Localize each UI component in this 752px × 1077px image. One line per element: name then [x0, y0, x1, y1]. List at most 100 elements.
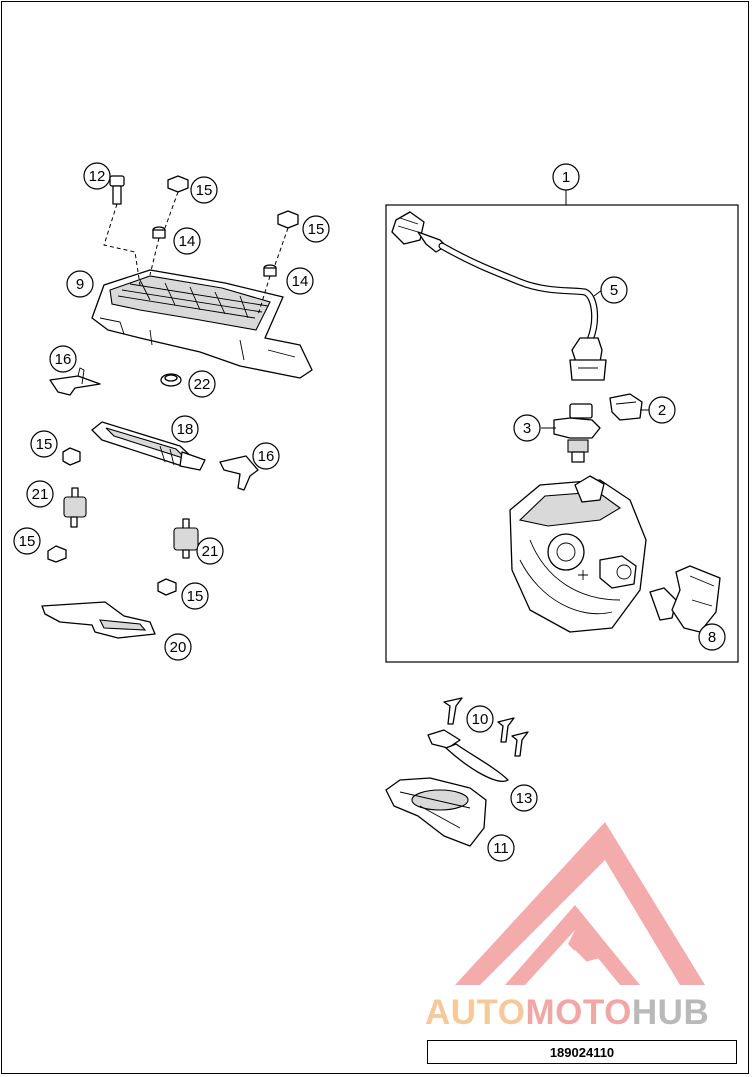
callout-21: 21 [196, 537, 224, 565]
callout-circle [181, 582, 209, 610]
callout-16: 16 [252, 442, 280, 470]
callout-circle [196, 537, 224, 565]
callout-circle [286, 267, 314, 295]
callout-label: 18 [177, 421, 194, 438]
callout-14: 14 [286, 267, 314, 295]
callout-15: 15 [181, 582, 209, 610]
callout-10: 10 [466, 705, 494, 733]
callout-circle [26, 480, 54, 508]
part-gasket-13 [427, 729, 509, 782]
callout-circle [600, 276, 628, 304]
part-flange-11 [385, 777, 487, 847]
callout-16: 16 [49, 345, 77, 373]
callout-5: 5 [600, 276, 628, 304]
callout-label: 14 [292, 273, 309, 290]
callout-14: 14 [173, 227, 201, 255]
callout-11: 11 [487, 834, 515, 862]
callout-label: 21 [32, 486, 49, 503]
part-ecu-18 [91, 421, 206, 471]
callout-label: 1 [562, 169, 570, 186]
callout-21: 21 [26, 480, 54, 508]
callout-circle [49, 345, 77, 373]
callout-label: 22 [194, 376, 211, 393]
part-sensor-8 [649, 565, 721, 633]
callout-label: 16 [55, 351, 72, 368]
callout-label: 5 [610, 282, 618, 299]
part-nut-15-c [62, 447, 81, 466]
part-hose-5 [391, 211, 607, 381]
callout-circle [83, 162, 111, 190]
watermark-wordmark: AUTOMOTOHUB [425, 995, 709, 1030]
part-nut-15-e [157, 578, 177, 596]
part-clip-2 [609, 393, 643, 421]
callout-label: 20 [170, 639, 187, 656]
callout-label: 3 [523, 420, 531, 437]
callout-18: 18 [171, 415, 199, 443]
callout-label: 14 [179, 233, 196, 250]
callout-label: 15 [187, 588, 204, 605]
callout-15: 15 [13, 527, 41, 555]
callout-circle [252, 442, 280, 470]
callout-circle [173, 227, 201, 255]
part-damper-21-a [63, 487, 87, 528]
part-screws-10 [443, 697, 529, 757]
callout-15: 15 [302, 215, 330, 243]
callout-label: 11 [493, 840, 509, 857]
part-injector-3 [553, 403, 601, 463]
callout-circle [13, 527, 41, 555]
callout-label: 13 [516, 790, 533, 807]
callout-22: 22 [188, 370, 216, 398]
callout-circle [302, 215, 330, 243]
callout-label: 10 [472, 711, 489, 728]
callout-circle [513, 414, 541, 442]
callout-label: 15 [308, 221, 325, 238]
part-bolt-12 [103, 175, 141, 286]
watermark-auto: AUTO [425, 993, 526, 1032]
callout-20: 20 [164, 633, 192, 661]
callout-12: 12 [83, 162, 111, 190]
callout-2: 2 [648, 396, 676, 424]
callout-circle [164, 633, 192, 661]
callout-circle [171, 415, 199, 443]
watermark-hub: HUB [631, 993, 710, 1032]
part-throttle-body [509, 475, 647, 633]
assembly-box [385, 204, 739, 663]
drawing-number-box: 189024110 [427, 1040, 737, 1064]
callout-9: 9 [66, 270, 94, 298]
callout-circle [698, 623, 726, 651]
callout-circle [30, 430, 58, 458]
callout-15: 15 [190, 176, 218, 204]
callout-label: 21 [202, 543, 219, 560]
callout-circle [190, 176, 218, 204]
callout-label: 12 [89, 168, 106, 185]
callout-circle [188, 370, 216, 398]
callout-group: 1235891011121314141515151515161618202121… [13, 162, 726, 862]
callout-circle [466, 705, 494, 733]
watermark-logo [455, 822, 705, 985]
part-holder-9 [91, 269, 313, 379]
callout-1: 1 [552, 163, 580, 191]
part-nut-15-d [47, 545, 67, 563]
part-bracket-16-a [49, 367, 101, 396]
part-bracket-16-b [219, 455, 259, 491]
callout-8: 8 [698, 623, 726, 651]
callout-label: 15 [19, 533, 36, 550]
part-plate-20 [41, 601, 156, 639]
callout-circle [487, 834, 515, 862]
callout-label: 8 [708, 629, 716, 646]
part-grommet-22 [160, 373, 182, 387]
callout-label: 15 [36, 436, 53, 453]
callout-13: 13 [510, 784, 538, 812]
callout-3: 3 [513, 414, 541, 442]
callout-label: 15 [196, 182, 213, 199]
callout-circle [648, 396, 676, 424]
part-damper-21-b [173, 518, 199, 559]
callout-label: 9 [76, 276, 84, 293]
callout-circle [66, 270, 94, 298]
watermark-moto: MOTO [525, 993, 632, 1032]
callout-label: 2 [658, 402, 666, 419]
callout-circle [552, 163, 580, 191]
